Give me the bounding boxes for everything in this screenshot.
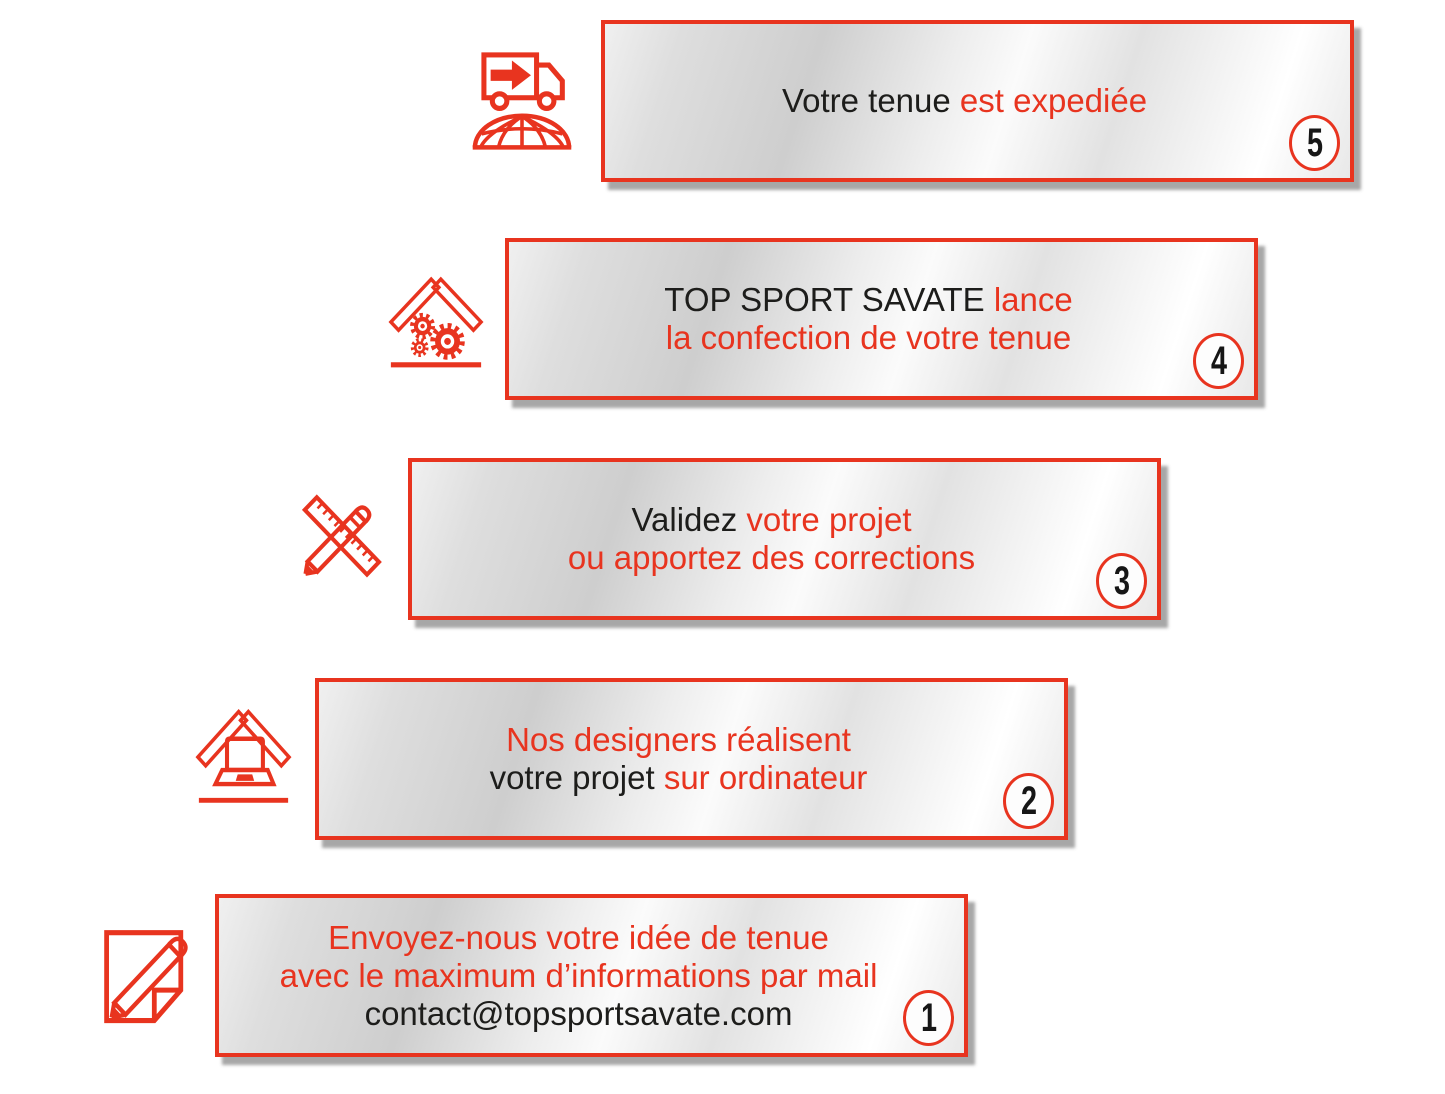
step-5-text-black: Votre tenue <box>781 82 960 119</box>
step-3-line-1: Validez votre projet <box>631 501 911 539</box>
step-3-text-black: Validez <box>631 501 747 538</box>
note-pencil-icon <box>96 918 202 1042</box>
step-2-text: Nos designers réalisent votre projet sur… <box>319 682 1064 836</box>
step-5-text: Votre tenue est expediée <box>605 24 1350 178</box>
step-1-number: 1 <box>920 995 937 1040</box>
step-1-banner: Envoyez-nous votre idée de tenue avec le… <box>215 894 968 1057</box>
step-4-line-1: TOP SPORT SAVATE lance <box>664 281 1072 319</box>
roof-laptop-icon <box>195 702 292 810</box>
step-2-banner: Nos designers réalisent votre projet sur… <box>315 678 1068 840</box>
step-4-text-black: TOP SPORT SAVATE <box>664 281 994 318</box>
step-4-number-badge: 4 <box>1193 333 1244 389</box>
delivery-truck-globe-icon <box>466 38 578 162</box>
step-2-text-black: votre projet <box>489 759 664 796</box>
step-2-text-red: sur ordinateur <box>663 759 868 796</box>
step-3-line-2: ou apportez des corrections <box>567 539 976 576</box>
step-5-text-red: est expediée <box>959 82 1148 119</box>
step-3-banner: Validez votre projet ou apportez des cor… <box>408 458 1161 620</box>
step-5-number-badge: 5 <box>1289 115 1340 171</box>
step-3-text: Validez votre projet ou apportez des cor… <box>412 462 1157 616</box>
step-2-line-1: Nos designers réalisent <box>506 721 851 758</box>
step-1-line-1: Envoyez-nous votre idée de tenue <box>328 918 829 956</box>
step-1-line-2: avec le maximum d’informations par mail <box>279 956 878 994</box>
step-2-number: 2 <box>1020 778 1037 823</box>
step-3-number: 3 <box>1113 558 1130 603</box>
step-3-text-red: votre projet <box>746 501 912 538</box>
step-5-number: 5 <box>1306 120 1323 165</box>
workshop-roof-gears-icon <box>388 270 484 372</box>
step-4-line-2: la confection de votre tenue <box>665 319 1072 356</box>
step-4-number: 4 <box>1210 338 1227 383</box>
step-5-line-1: Votre tenue est expediée <box>782 82 1147 120</box>
step-4-text-red: lance <box>993 281 1073 318</box>
step-3-number-badge: 3 <box>1096 553 1147 609</box>
step-4-text: TOP SPORT SAVATE lance la confection de … <box>509 242 1254 396</box>
step-1-text: Envoyez-nous votre idée de tenue avec le… <box>219 898 964 1053</box>
step-5-banner: Votre tenue est expediée 5 <box>601 20 1354 182</box>
step-4-banner: TOP SPORT SAVATE lance la confection de … <box>505 238 1258 400</box>
contact-email: contact@topsportsavate.com <box>364 994 793 1032</box>
step-2-line-2: votre projet sur ordinateur <box>490 759 868 797</box>
pencil-ruler-icon <box>288 488 388 592</box>
step-2-number-badge: 2 <box>1003 773 1054 829</box>
step-1-number-badge: 1 <box>903 990 954 1046</box>
